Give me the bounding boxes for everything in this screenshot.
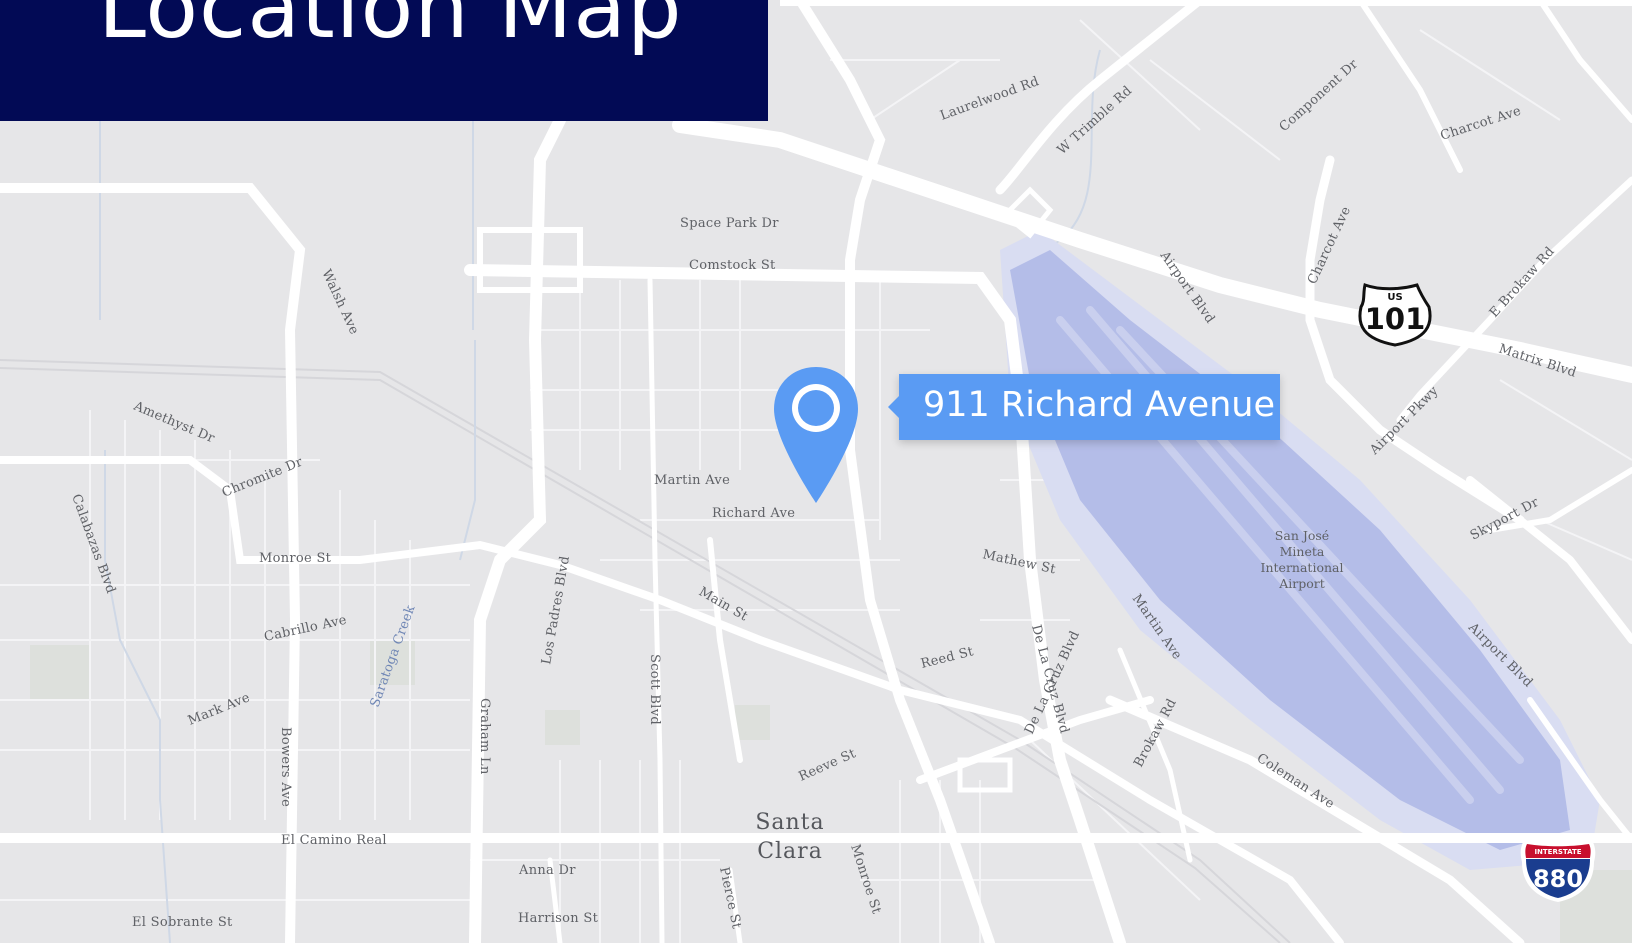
- city-label: Santa Clara: [755, 810, 824, 864]
- airport-label-line-1: San José: [1275, 528, 1329, 543]
- city-label-line-2: Clara: [757, 839, 823, 864]
- label-richard-ave: Richard Ave: [712, 506, 795, 521]
- label-martin-ave-west: Martin Ave: [654, 473, 730, 488]
- airport-label-line-2: Mineta: [1280, 544, 1325, 559]
- interstate-880-shield-icon: INTERSTATE 880: [1520, 840, 1596, 902]
- label-harrison-st: Harrison St: [518, 911, 599, 926]
- page-title: Location Map: [98, 0, 683, 58]
- title-banner: Location Map: [0, 0, 768, 121]
- label-space-park-dr: Space Park Dr: [680, 216, 779, 231]
- map-top-edge: [780, 0, 1632, 6]
- label-comstock-st: Comstock St: [689, 258, 776, 273]
- airport-label-line-4: Airport: [1278, 576, 1325, 591]
- address-label: 911 Richard Avenue: [923, 385, 1275, 425]
- label-monroe-st-west: Monroe St: [259, 551, 332, 566]
- label-bowers-ave: Bowers Ave: [278, 727, 293, 807]
- us-101-shield-number: 101: [1365, 302, 1426, 336]
- label-el-camino-real: El Camino Real: [281, 833, 387, 848]
- us-101-shield-top: US: [1387, 292, 1402, 303]
- parks: [30, 640, 1632, 943]
- label-graham-ln: Graham Ln: [477, 698, 492, 775]
- label-el-sobrante-st: El Sobrante St: [132, 915, 233, 930]
- label-anna-dr: Anna Dr: [518, 863, 576, 878]
- label-scott-blvd: Scott Blvd: [647, 654, 662, 725]
- i-880-shield-top: INTERSTATE: [1534, 848, 1581, 856]
- i-880-shield-number: 880: [1533, 865, 1583, 893]
- airport-label: San José Mineta International Airport: [1261, 528, 1344, 591]
- address-callout[interactable]: 911 Richard Avenue: [888, 374, 1280, 440]
- airport-label-line-3: International: [1261, 560, 1344, 575]
- map-pin-icon[interactable]: [772, 365, 860, 505]
- us-101-shield-icon: US 101: [1358, 283, 1432, 347]
- city-label-line-1: Santa: [755, 810, 824, 835]
